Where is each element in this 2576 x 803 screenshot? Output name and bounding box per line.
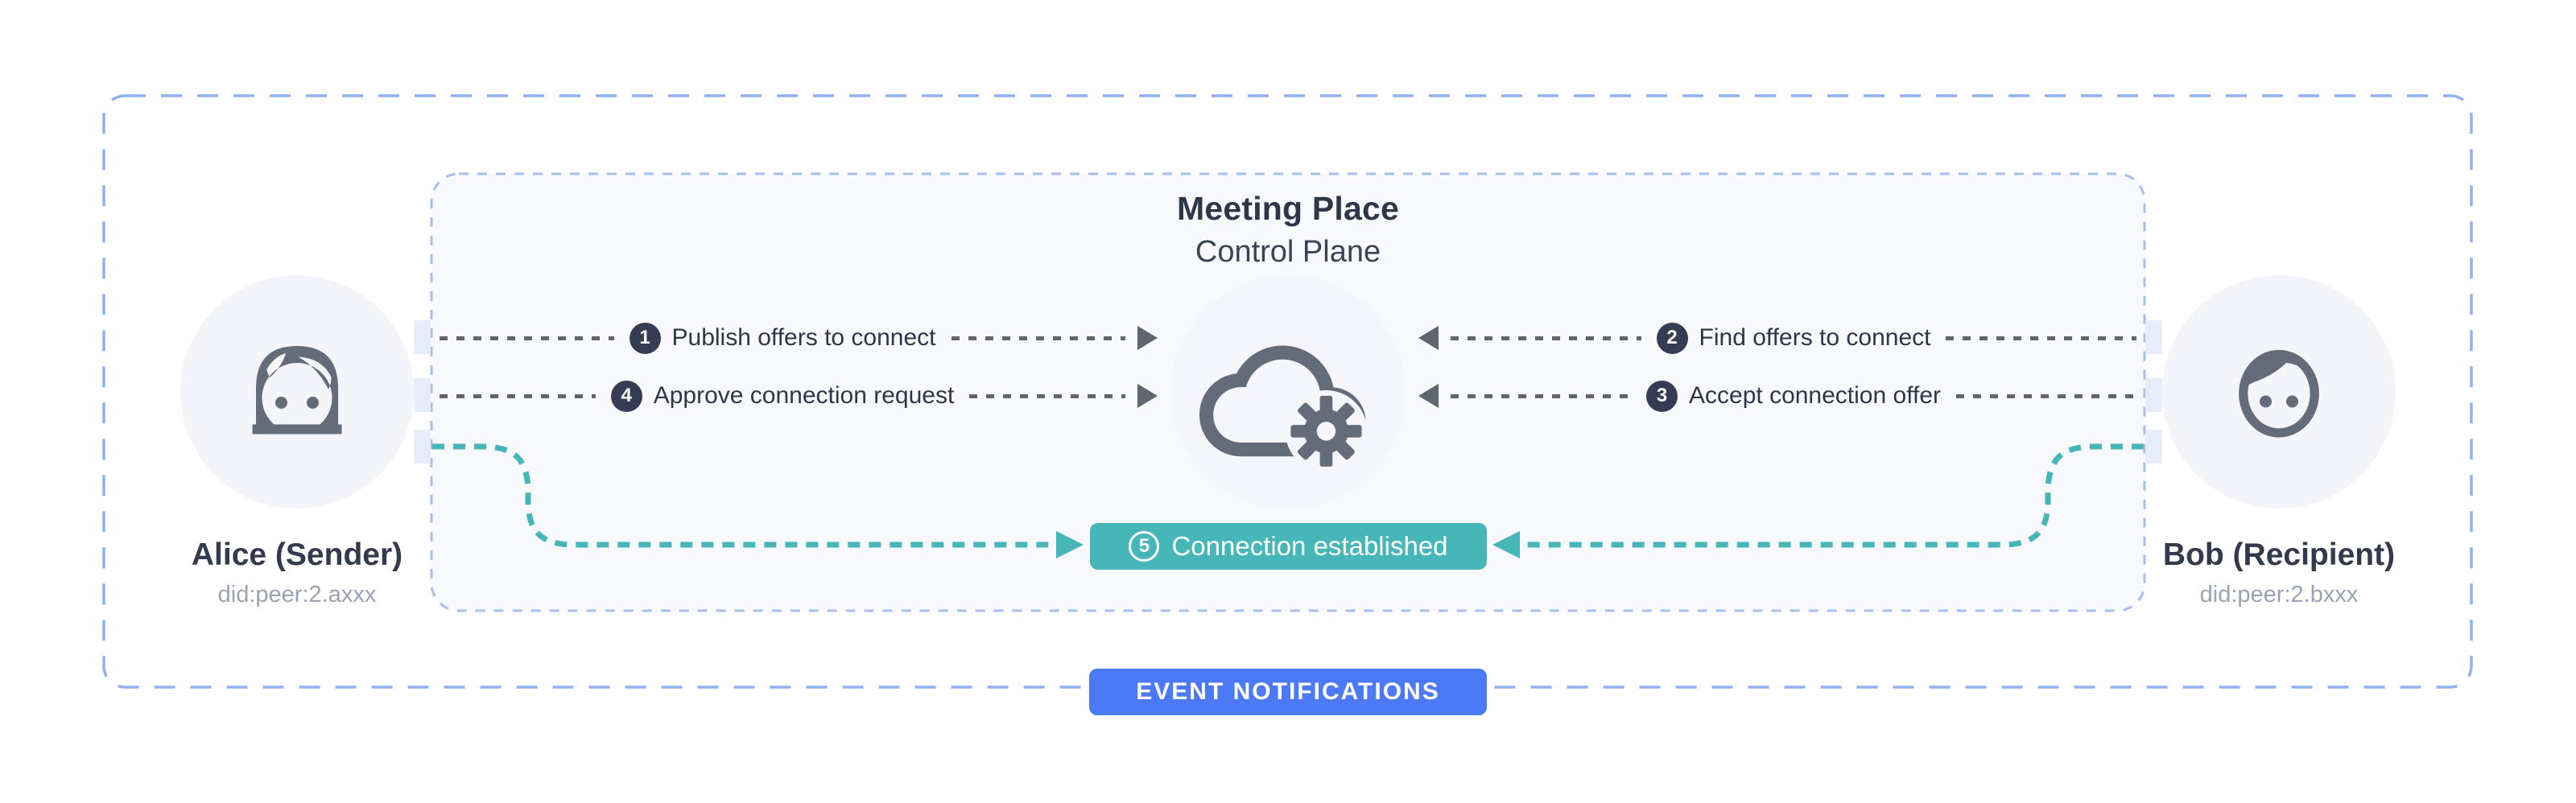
dashed-line <box>1946 336 2137 340</box>
alice-avatar <box>180 275 414 509</box>
border-ports <box>414 320 2162 463</box>
step-number-badge: 2 <box>1656 322 1688 354</box>
bob-avatar <box>2162 275 2396 509</box>
cloud-gear-icon <box>1199 345 1367 471</box>
bob-label-block: Bob (Recipient) did:peer:2.bxxx <box>2078 537 2480 608</box>
arrow-publish-offers: 1 Publish offers to connect <box>440 320 1158 356</box>
arrow-approve-request: 4 Approve connection request <box>440 378 1158 414</box>
bob-name: Bob (Recipient) <box>2162 537 2396 572</box>
alice-established-dashed-path <box>432 443 1053 548</box>
boy-face-icon <box>2239 349 2319 438</box>
gear-icon <box>1290 395 1361 467</box>
step-label-accept: 3 Accept connection offer <box>1643 380 1944 412</box>
dashed-line <box>1451 393 1632 398</box>
dashed-line <box>951 336 1126 340</box>
event-notifications-badge: EVENT NOTIFICATIONS <box>1089 669 1487 715</box>
step-label-find: 2 Find offers to connect <box>1653 322 1934 354</box>
step-number-badge: 3 <box>1646 380 1678 412</box>
arrowhead-left-icon <box>1418 326 1439 350</box>
dashed-line <box>1451 336 1641 340</box>
dashed-line <box>1956 393 2137 398</box>
step-label-approve: 4 Approve connection request <box>608 380 958 412</box>
arrowhead-right-icon <box>1137 326 1158 350</box>
step-number-badge: 4 <box>610 380 642 412</box>
meeting-place-hub <box>1171 275 1405 509</box>
alice-label-block: Alice (Sender) did:peer:2.axxx <box>96 537 498 608</box>
step-label-publish: 1 Publish offers to connect <box>626 322 939 354</box>
meeting-place-subtitle: Control Plane <box>1195 235 1381 269</box>
dashed-line <box>440 393 596 398</box>
arrow-find-offers: 2 Find offers to connect <box>1418 320 2137 356</box>
bob-established-dashed-path <box>1523 443 2144 548</box>
dashed-line <box>969 393 1125 398</box>
alice-name: Alice (Sender) <box>191 537 403 572</box>
meeting-place-title: Meeting Place <box>1176 190 1400 227</box>
connection-established-badge: 5 Connection established <box>1090 523 1487 570</box>
step-number-badge: 1 <box>629 322 661 354</box>
arrowhead-left-icon <box>1418 384 1439 408</box>
arrow-accept-offer: 3 Accept connection offer <box>1418 378 2137 414</box>
step-number-badge: 5 <box>1129 531 1160 562</box>
bob-did: did:peer:2.bxxx <box>2199 582 2359 607</box>
bob-established-arrowhead <box>1492 531 1520 558</box>
arrowhead-right-icon <box>1137 384 1158 408</box>
meeting-place-title-block: Meeting Place Control Plane <box>1006 190 1570 270</box>
alice-established-arrowhead <box>1056 531 1084 558</box>
woman-face-icon <box>252 346 342 434</box>
alice-did: did:peer:2.axxx <box>217 582 377 607</box>
dashed-line <box>440 336 614 340</box>
